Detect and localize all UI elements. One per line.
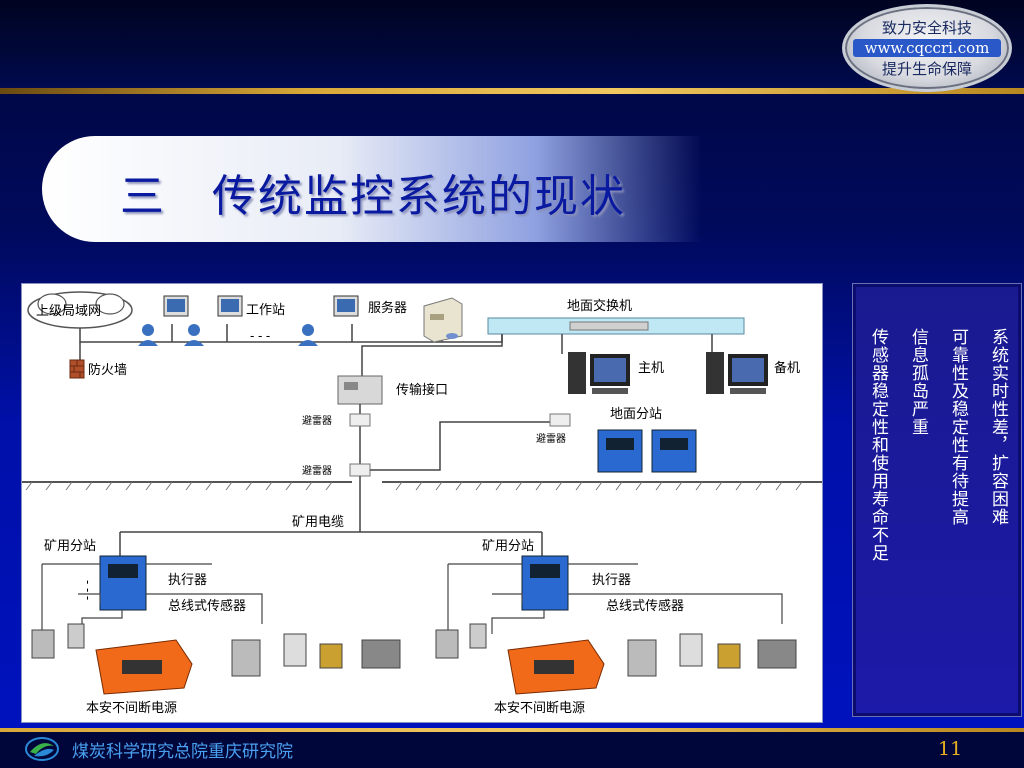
ups-icon	[95, 639, 193, 695]
ground-substation-icon	[597, 429, 697, 473]
workstation-icon	[138, 295, 189, 346]
server-label: 服务器	[368, 300, 407, 315]
mine-substation-label: 矿用分站	[44, 538, 96, 553]
upper-lan-label: 上级局域网	[36, 303, 101, 318]
diagram-svg: 上级局域网 防火墙 工作站 - - - 服务器	[22, 291, 822, 715]
lightning-arrester-icon	[349, 413, 371, 427]
sensor-icon	[627, 633, 797, 677]
company-logo: 致力安全科技 www.cqccri.com 提升生命保障	[842, 4, 1012, 92]
firewall-icon	[69, 359, 85, 379]
lightning-arrester-label: 避雷器	[302, 464, 332, 477]
mine-substation-icon	[521, 555, 569, 611]
footer	[0, 732, 1024, 768]
issue-text-1: 系统实时性差，扩容困难	[988, 328, 1008, 526]
issue-text-3: 信息孤岛严重	[908, 328, 928, 436]
host-label: 主机	[638, 360, 664, 375]
backup-label: 备机	[774, 360, 800, 375]
issue-text-2: 可靠性及稳定性有待提高	[948, 328, 968, 526]
ups-label: 本安不间断电源	[494, 700, 585, 715]
bus-sensor-label: 总线式传感器	[606, 598, 684, 613]
actuator-label: 执行器	[592, 572, 631, 587]
header-divider	[0, 88, 1024, 94]
lightning-arrester-icon	[349, 463, 371, 477]
mine-substation-icon	[99, 555, 147, 611]
switch-icon	[569, 321, 649, 331]
lightning-arrester-icon	[549, 413, 571, 427]
logo-website: www.cqccri.com	[853, 39, 1001, 57]
system-diagram: 上级局域网 防火墙 工作站 - - - 服务器	[21, 283, 823, 723]
footer-divider	[0, 728, 1024, 732]
workstation-icon	[298, 295, 359, 346]
title-banner	[42, 136, 702, 242]
lightning-arrester-label: 避雷器	[536, 432, 566, 445]
logo-line-3: 提升生命保障	[881, 60, 972, 78]
issue-text-4: 传感器稳定性和使用寿命不足	[868, 328, 888, 562]
ground-substation-label: 地面分站	[610, 406, 662, 421]
sensor-icon	[435, 623, 487, 659]
transmission-interface-icon	[337, 375, 383, 405]
ground-switch-label: 地面交换机	[567, 298, 632, 313]
host-computer-icon	[568, 352, 630, 394]
bus-sensor-label: 总线式传感器	[168, 598, 246, 613]
ups-icon	[507, 639, 605, 695]
mine-cable-label: 矿用电缆	[292, 514, 344, 529]
dots-label: - - -	[81, 580, 96, 600]
server-icon	[423, 297, 463, 343]
ellipsis-label: - - -	[250, 328, 270, 343]
institute-logo-icon	[25, 737, 59, 761]
slide-title: 三 传统监控系统的现状	[120, 171, 626, 222]
lightning-arrester-label: 避雷器	[302, 414, 332, 427]
firewall-label: 防火墙	[88, 362, 127, 377]
logo-line-1: 致力安全科技	[881, 19, 972, 37]
workstation-label: 工作站	[246, 302, 285, 317]
transmission-interface-label: 传输接口	[396, 382, 448, 397]
backup-computer-icon	[706, 352, 768, 394]
ups-label: 本安不间断电源	[86, 700, 177, 715]
page-number: 11	[938, 738, 963, 760]
issues-panel: 系统实时性差，扩容困难 可靠性及稳定性有待提高 信息孤岛严重 传感器稳定性和使用…	[852, 283, 1022, 717]
sensor-icon	[31, 623, 85, 659]
sensor-icon	[231, 633, 401, 677]
mine-substation-label: 矿用分站	[482, 538, 534, 553]
organization-name: 煤炭科学研究总院重庆研究院	[72, 742, 293, 762]
workstation-icon	[184, 295, 243, 346]
cloud-icon	[27, 291, 133, 329]
actuator-label: 执行器	[168, 572, 207, 587]
